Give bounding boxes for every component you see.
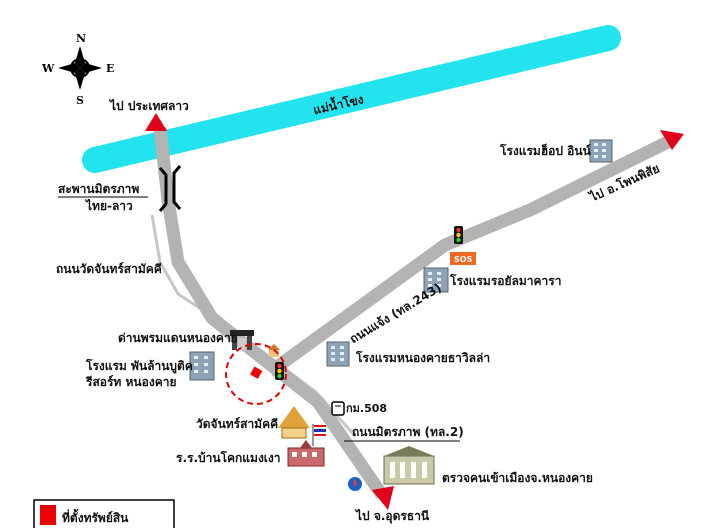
label-wat-chan-road: ถนนวัดจันทร์สามัคคี xyxy=(56,262,162,276)
label-school: ร.ร.บ้านโคกแมงเงา xyxy=(176,450,281,465)
hotel-building-icon xyxy=(326,341,350,367)
label-phanlanbutik-2: รีสอร์ท หนองคาย xyxy=(85,375,176,389)
mittraphap-road xyxy=(153,127,388,499)
temple-icon xyxy=(278,406,310,439)
mekong-river xyxy=(82,25,621,173)
compass-e: E xyxy=(106,62,114,75)
label-to-udon: ไป จ.อุดรธานี xyxy=(354,508,430,524)
compass-w: W xyxy=(41,62,55,75)
label-to-laos: ไป ประเทศลาว xyxy=(108,98,189,113)
km-marker-icon xyxy=(331,401,345,416)
label-bridge-line1: สะพานมิตรภาพ xyxy=(58,182,139,196)
label-royal-mekong: โรงแรมรอยัลมาคารา xyxy=(449,273,561,288)
arrow-to-phon-phisai xyxy=(660,130,684,150)
label-customs: ด่านพรมแดนหนองคาย xyxy=(118,331,238,345)
property-location-marker xyxy=(250,366,263,379)
customs-gate-icon xyxy=(230,330,254,350)
naeng-jit-road xyxy=(266,134,675,378)
hotel-building-icon xyxy=(589,139,613,163)
friendship-bridge-marker xyxy=(158,165,182,212)
traffic-light-icon xyxy=(275,362,284,380)
label-phanlanbutik-1: โรงแรม พันล้านบูติค xyxy=(85,358,193,374)
arrow-to-udon xyxy=(372,486,394,510)
legend-label: ที่ตั้งทรัพย์สิน xyxy=(62,508,129,525)
label-wat-chan-temple: วัดจันทร์สามัคคี xyxy=(196,417,278,431)
compass-s: S xyxy=(76,94,84,107)
traffic-light-icon xyxy=(454,226,463,244)
label-hop-inn: โรงแรมฮ็อป อินน์ xyxy=(499,143,592,158)
sos-badge xyxy=(450,252,476,265)
arrow-to-laos xyxy=(145,113,167,131)
label-km: กม.508 xyxy=(346,402,387,415)
school-icon xyxy=(287,440,325,467)
sos-label: SOS xyxy=(454,255,473,264)
compass-n: N xyxy=(76,32,86,45)
legend-box xyxy=(33,499,175,528)
small-house-icon xyxy=(268,344,280,357)
legend-marker xyxy=(40,505,56,525)
gas-station-icon xyxy=(348,477,362,491)
label-mittraphap-road: ถนนมิตรภาพ (ทล.2) xyxy=(352,425,464,439)
compass-rose xyxy=(58,46,102,90)
hotel-building-icon xyxy=(189,351,215,381)
immigration-building-icon xyxy=(383,446,435,485)
label-immigration: ตรวจคนเข้าเมืองจ.หนองคาย xyxy=(442,471,593,485)
label-nongkhai-grand: โรงแรมหนองคายธาวิลล่า xyxy=(355,350,490,365)
property-location-circle xyxy=(225,343,287,405)
hotel-building-icon xyxy=(423,267,449,293)
label-bridge-line2: ไทย-ลาว xyxy=(84,198,133,213)
thai-flag-icon xyxy=(312,424,326,446)
